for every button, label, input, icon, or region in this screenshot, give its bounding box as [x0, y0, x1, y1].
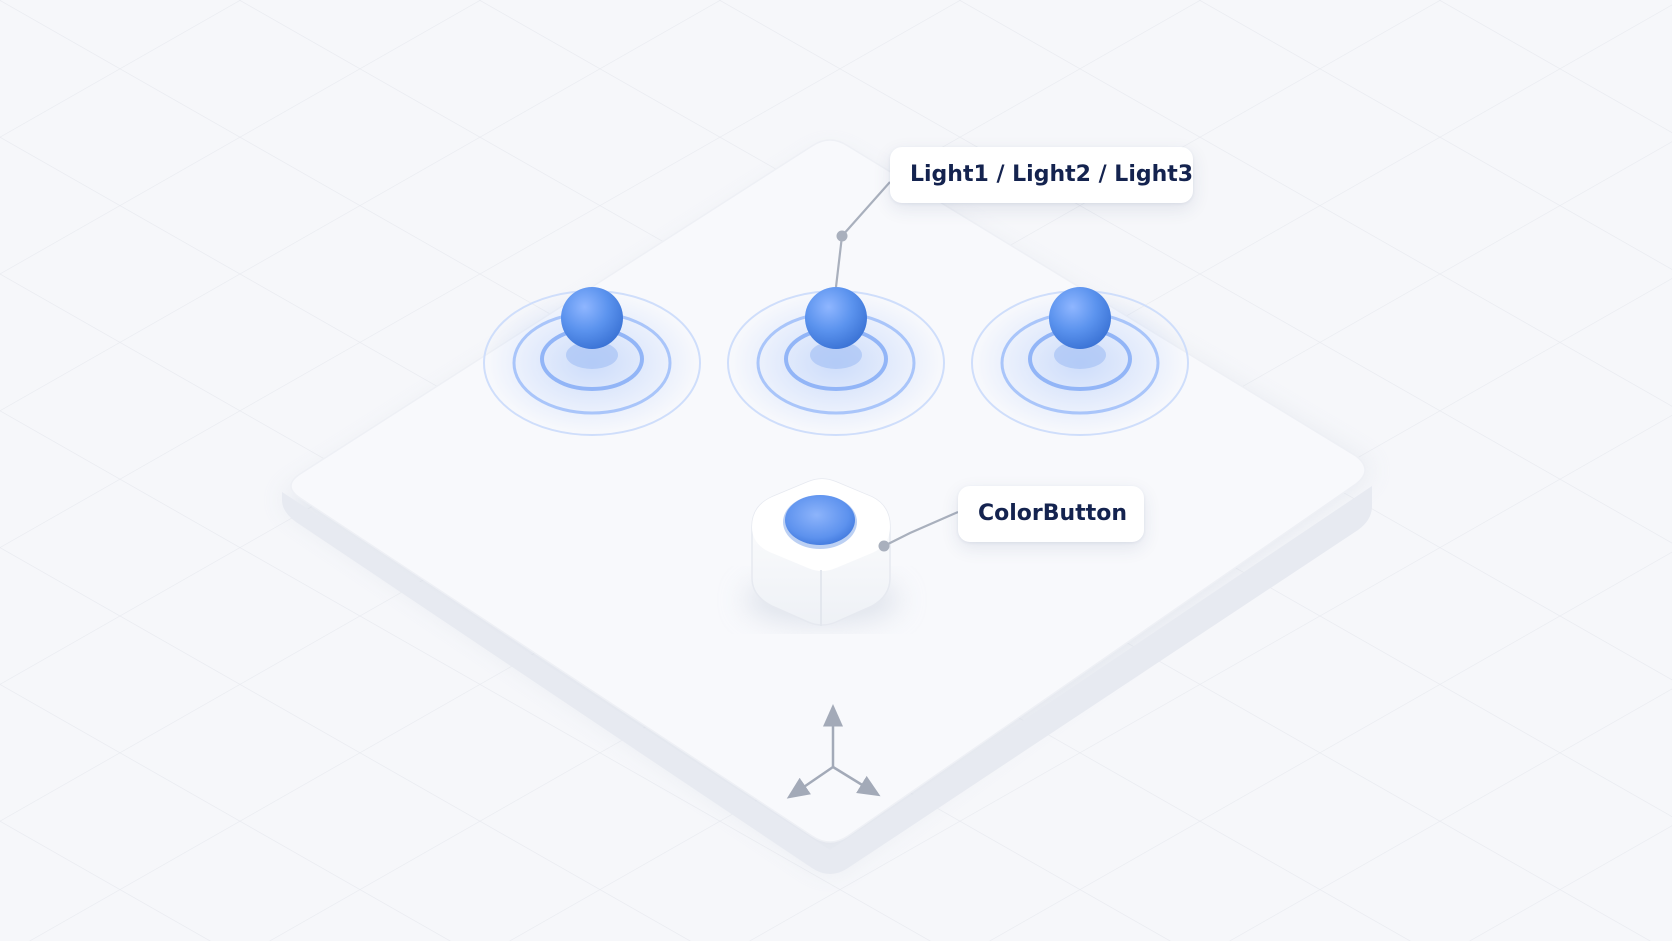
light-2[interactable] [727, 287, 945, 436]
lights-connector [834, 181, 891, 288]
light-3[interactable] [971, 287, 1189, 436]
color-button[interactable] [744, 478, 900, 626]
color-button-cap [785, 495, 855, 545]
light-1-sphere [561, 287, 623, 349]
lights-label: Light1 / Light2 / Light3 [890, 147, 1193, 203]
light-2-sphere [805, 287, 867, 349]
color-button-label: ColorButton [958, 486, 1144, 542]
light-2-base [810, 341, 862, 369]
button-connector [878, 510, 959, 552]
light-1[interactable] [483, 287, 701, 436]
light-3-sphere [1049, 287, 1111, 349]
light-3-base [1054, 341, 1106, 369]
axis-gizmo-icon [786, 704, 881, 799]
light-1-base [566, 341, 618, 369]
